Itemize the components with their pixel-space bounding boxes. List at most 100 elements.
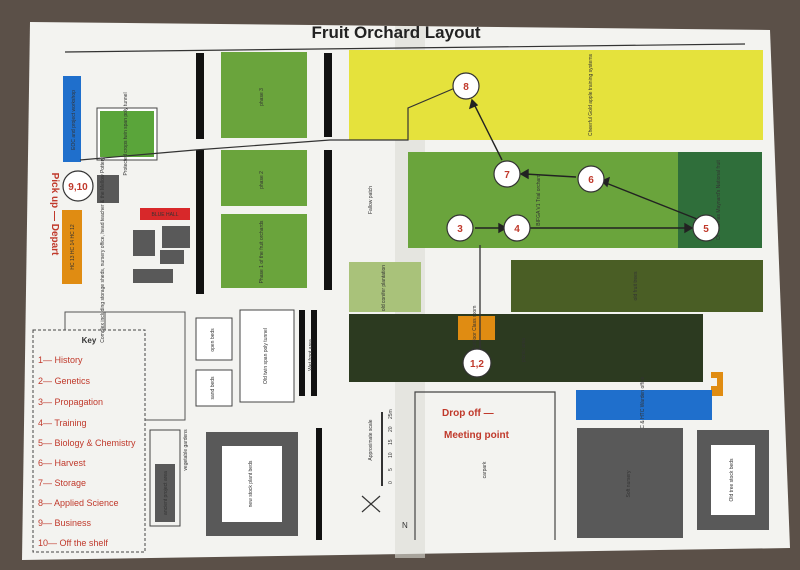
scale-tick: 5 bbox=[388, 468, 394, 471]
outdoor-class-block bbox=[458, 316, 495, 340]
grey-block-2 bbox=[133, 230, 155, 256]
picnic-label: picnic area bbox=[521, 338, 527, 362]
eoc-label: EOC and project workshop bbox=[71, 90, 77, 150]
divider bbox=[324, 53, 332, 137]
ancient-project-label: ancient project area bbox=[163, 471, 169, 515]
key-box bbox=[32, 329, 146, 553]
divider bbox=[316, 428, 322, 540]
phase-1-plot bbox=[221, 214, 307, 288]
wet-front-label: Wet front area bbox=[308, 339, 314, 371]
scale-tick: 10 bbox=[388, 452, 394, 458]
grey-block-1 bbox=[97, 175, 119, 203]
soft-nursery-plot bbox=[577, 428, 683, 538]
building-outline bbox=[64, 311, 186, 421]
key-item: 3— Propagation bbox=[38, 397, 103, 407]
cheerful-gold-label: Cheerful Gold apple training systems bbox=[588, 54, 594, 136]
outdoor-class-label: Outdoor Class room bbox=[472, 306, 478, 351]
key-item: 7— Storage bbox=[38, 478, 86, 488]
old-tunnel-plot bbox=[239, 309, 295, 403]
stop-label: 1,2 bbox=[470, 359, 484, 370]
old-tree-stock-label: Old tree stock beds bbox=[729, 458, 735, 502]
sand-beds-plot bbox=[195, 369, 233, 407]
eoc-block bbox=[63, 76, 81, 162]
carpark-label: carpark bbox=[482, 461, 488, 478]
open-beds-plot bbox=[195, 317, 233, 361]
key-item: 2— Genetics bbox=[38, 376, 91, 386]
bifga-trial-label: BIFGA V1 Trial orchard bbox=[536, 174, 542, 226]
divider bbox=[324, 150, 332, 290]
phase-3-label: phase 3 bbox=[259, 88, 265, 106]
title-underline bbox=[64, 43, 746, 53]
scale-tick: 0 bbox=[388, 481, 394, 484]
phase-2-label: phase 2 bbox=[259, 171, 265, 189]
stop-6[interactable]: 6 bbox=[577, 165, 605, 193]
old-conifer-plot bbox=[349, 262, 421, 312]
route-line bbox=[79, 87, 456, 161]
stop-5[interactable]: 5 bbox=[692, 214, 720, 242]
key-item: 5— Biology & Chemistry bbox=[38, 438, 136, 448]
national-fruit-plot bbox=[678, 152, 762, 248]
scale-label: Approximate scale bbox=[368, 419, 374, 460]
divider bbox=[299, 310, 305, 396]
map-title: Fruit Orchard Layout bbox=[311, 23, 480, 42]
stop-label: 7 bbox=[504, 170, 510, 181]
htc-office-label: HTC & HTC Warden office bbox=[640, 376, 646, 435]
old-conifer-label: old conifer plantation bbox=[381, 265, 387, 311]
key-item: 8— Applied Science bbox=[38, 498, 119, 508]
stop-7[interactable]: 7 bbox=[493, 160, 521, 188]
grey-block-5 bbox=[133, 269, 173, 283]
phase-3-plot bbox=[221, 52, 307, 138]
carpark-road bbox=[414, 391, 556, 540]
blue-hall-label: BLUE HALL bbox=[152, 212, 179, 218]
divider bbox=[311, 310, 317, 396]
national-fruit-label: Dr. Thomas Maynard's National fruit bbox=[716, 160, 722, 240]
project-frame bbox=[149, 429, 181, 527]
divider bbox=[196, 150, 204, 294]
old-fruit-trees-plot bbox=[511, 260, 763, 312]
north-arrow bbox=[361, 495, 381, 513]
fallow-patch-label: Fallow patch bbox=[368, 186, 374, 214]
scale-tick: 20 bbox=[388, 426, 394, 432]
stop-3[interactable]: 3 bbox=[446, 214, 474, 242]
key-heading: Key bbox=[82, 336, 97, 345]
new-stock-beds-inner bbox=[222, 446, 282, 522]
scale-tick: 25m bbox=[388, 409, 394, 419]
key-item: 9— Business bbox=[38, 518, 92, 528]
scale-tick: 15 bbox=[388, 439, 394, 445]
blue-hall-block bbox=[140, 208, 190, 220]
stop-1-2[interactable]: 1,2 bbox=[462, 348, 492, 378]
ancient-project-area bbox=[155, 464, 175, 522]
stop-label: 5 bbox=[703, 224, 709, 235]
hc-label: HC 13 HC 14 HC 12 bbox=[70, 224, 76, 270]
old-tree-stock-inner bbox=[711, 445, 755, 515]
stop-4[interactable]: 4 bbox=[503, 214, 531, 242]
sand-beds-label: sand beds bbox=[210, 376, 216, 400]
complex-label: Complex including storage sheds, nursery… bbox=[100, 157, 106, 343]
new-stock-beds-label: new stock plant beds bbox=[248, 460, 254, 507]
key-item: 1— History bbox=[38, 355, 83, 365]
route-arrows bbox=[468, 98, 698, 234]
pickup-label: Pick up — Depart bbox=[49, 173, 60, 256]
phase-2-plot bbox=[221, 150, 307, 206]
dropoff-line2: Meeting point bbox=[444, 430, 510, 441]
stop-8[interactable]: 8 bbox=[452, 72, 480, 100]
key-item: 4— Training bbox=[38, 418, 87, 428]
open-beds-label: open beds bbox=[210, 328, 216, 352]
stop-label: 8 bbox=[463, 82, 469, 93]
stop-9-10[interactable]: 9,10 bbox=[62, 170, 94, 202]
divider bbox=[196, 53, 204, 139]
key-item: 10— Off the shelf bbox=[38, 538, 108, 548]
picnic-plot bbox=[349, 314, 703, 382]
phase-1-label: Phase 1 of the fruit orchards bbox=[259, 220, 265, 283]
stop-label: 4 bbox=[514, 224, 520, 235]
htc-office-block bbox=[576, 390, 712, 420]
key-item: 6— Harvest bbox=[38, 458, 86, 468]
soft-nursery-label: Soft nursery bbox=[626, 470, 632, 497]
stop-label: 6 bbox=[588, 175, 594, 186]
grey-block-4 bbox=[160, 250, 184, 264]
stop-label: 3 bbox=[457, 224, 463, 235]
protected-crops-label: Protected crops twin span poly tunnel bbox=[123, 92, 129, 175]
dropoff-line1: Drop off — bbox=[442, 408, 494, 419]
